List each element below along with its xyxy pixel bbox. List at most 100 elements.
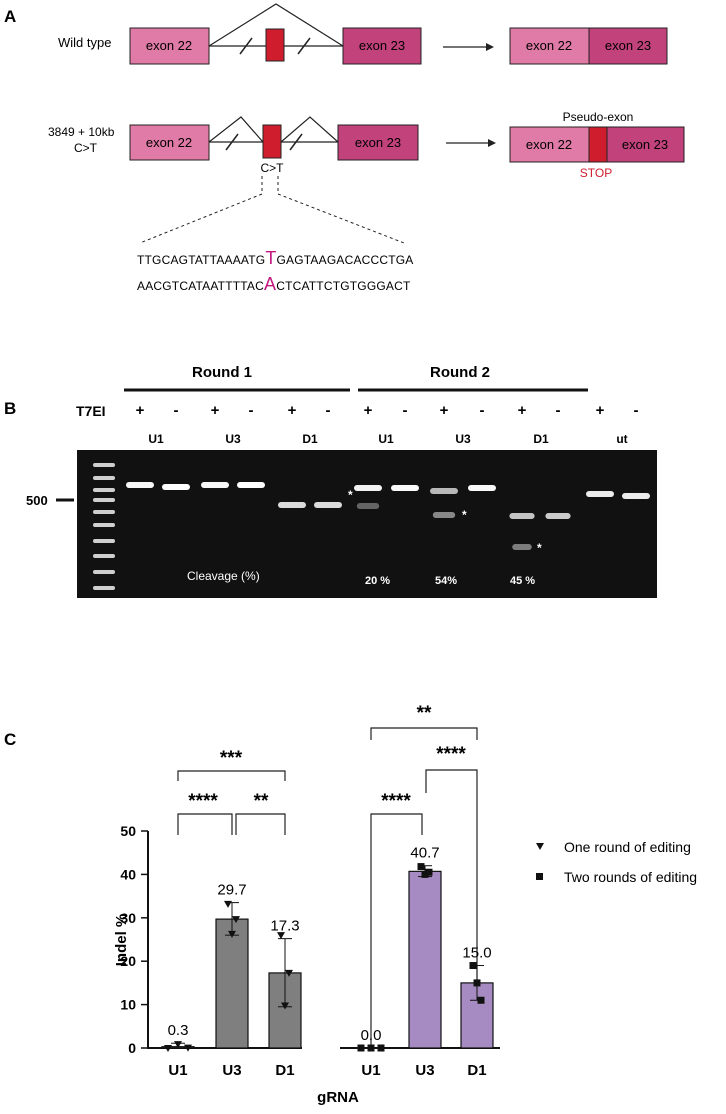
point-triangle-U3-1	[224, 900, 232, 908]
panel-b-label: B	[4, 399, 16, 418]
wild-type-label: Wild type	[58, 35, 111, 50]
x-tick-label-0-D1: D1	[275, 1062, 294, 1079]
mut-result-exon22-text: exon 22	[526, 137, 572, 152]
sequence-top: TTGCAGTATTAAAATGTGAGTAAGACACCCTGA	[137, 248, 414, 268]
ladder-band-6	[93, 523, 115, 527]
sample-label-3: D1	[302, 432, 318, 446]
wt-exon23-box	[342, 27, 422, 65]
cleavage-label: Cleavage (%)	[187, 569, 260, 583]
sample-label-4: U1	[378, 432, 394, 446]
lane-sign-4: -	[249, 402, 254, 419]
bracket-left-u1-d1	[177, 770, 286, 781]
gel-band-8	[356, 503, 380, 509]
lane-sign-10: -	[480, 402, 485, 419]
bracket-left-u1-u3	[177, 813, 233, 835]
wt-exon22-box	[129, 27, 210, 65]
value-label-0-U3: 29.7	[217, 882, 246, 899]
lane-sign-7: +	[364, 402, 373, 419]
point-square-D1-1	[469, 962, 477, 970]
cleavage-star-u1: *	[348, 488, 353, 502]
ladder-band-3	[93, 488, 115, 492]
gel-band-9	[391, 485, 419, 491]
point-square-U1-3	[377, 1044, 385, 1052]
value-label-1-D1: 15.0	[462, 945, 491, 962]
pseudo-exon-label: Pseudo-exon	[563, 110, 634, 124]
point-square-U1-1	[357, 1044, 365, 1052]
cleavage-value-d1: 45 %	[510, 575, 535, 587]
wt-exon22-text: exon 22	[146, 38, 192, 53]
ladder-band-1	[93, 463, 115, 467]
gel-image	[77, 450, 657, 598]
mut-arrow-head	[488, 139, 496, 147]
legend-triangle-marker	[536, 843, 544, 850]
sample-label-1: U1	[148, 432, 164, 446]
bracket-right-u3-d1	[425, 769, 478, 990]
y-tick-label-40: 40	[120, 866, 136, 882]
mut-break-left	[225, 133, 239, 151]
wt-result-exon23	[588, 27, 668, 65]
point-square-U1-2	[367, 1044, 375, 1052]
wt-arrow-head	[486, 43, 494, 51]
panel-b: B Round 1 Round 2 T7EI +-+-+-+-+-+-+- U1…	[4, 364, 657, 598]
point-triangle-U1-1	[164, 1045, 172, 1052]
gel-band-3	[201, 482, 229, 488]
lane-sign-3: +	[211, 402, 220, 419]
value-label-1-U1: 0.0	[361, 1027, 382, 1044]
wt-exon23-text: exon 23	[359, 38, 405, 53]
wt-result-exon22	[509, 27, 590, 65]
point-square-U3-1	[417, 863, 425, 871]
lane-sign-row: +-+-+-+-+-+-+-	[136, 402, 639, 419]
gel-band-6	[314, 502, 342, 508]
bracket-left-u3-d1	[235, 813, 286, 835]
wt-break-left	[239, 37, 253, 55]
sample-label-6: D1	[533, 432, 549, 446]
x-tick-label-0-U3: U3	[222, 1062, 241, 1079]
lane-sign-12: -	[556, 402, 561, 419]
gel-band-5	[278, 502, 306, 508]
gel-band-17	[622, 493, 650, 499]
gel-band-11	[432, 512, 456, 518]
x-tick-label-1-U1: U1	[361, 1062, 380, 1079]
cleavage-value-u1: 20 %	[365, 575, 390, 587]
mut-result-exon23-text: exon 23	[622, 137, 668, 152]
y-tick-label-0: 0	[128, 1040, 136, 1056]
lane-sign-5: +	[288, 402, 297, 419]
lane-sign-14: -	[634, 402, 639, 419]
panel-a-label: A	[4, 7, 16, 26]
sig-right-u1-u3: ****	[381, 791, 411, 812]
round2-label: Round 2	[430, 364, 490, 381]
gel-bands	[126, 482, 650, 550]
sample-label-7: ut	[616, 432, 627, 446]
y-tick-label-30: 30	[120, 910, 136, 926]
point-square-U3-2	[425, 868, 433, 876]
point-triangle-D1-2	[285, 969, 293, 977]
point-triangle-D1-1	[277, 932, 285, 940]
mutation-label-line1: 3849 + 10kb	[48, 125, 115, 139]
value-label-0-U1: 0.3	[168, 1022, 189, 1039]
panel-a: A Wild type exon 22 exon 23 exon 22 exon…	[4, 3, 685, 294]
gel-band-15	[545, 513, 571, 519]
round1-label: Round 1	[192, 364, 252, 381]
zoom-line-left	[139, 193, 263, 244]
t7ei-label: T7EI	[76, 403, 106, 419]
panel-c-label: C	[4, 730, 16, 749]
ladder-band-10	[93, 586, 115, 590]
x-axis-label: gRNA	[317, 1089, 359, 1106]
lane-sign-6: -	[326, 402, 331, 419]
value-label-1-U3: 40.7	[410, 845, 439, 862]
mut-splice-arc-right	[280, 116, 339, 143]
gel-band-13	[509, 513, 535, 519]
gel-band-10	[430, 488, 458, 494]
mut-splice-arc-left	[208, 116, 264, 143]
wt-break-right	[297, 37, 311, 55]
ladder-band-9	[93, 570, 115, 574]
point-square-D1-3	[473, 979, 481, 987]
ladder-band-5	[93, 510, 115, 514]
sample-label-5: U3	[455, 432, 471, 446]
point-triangle-D1-3	[281, 1002, 289, 1010]
